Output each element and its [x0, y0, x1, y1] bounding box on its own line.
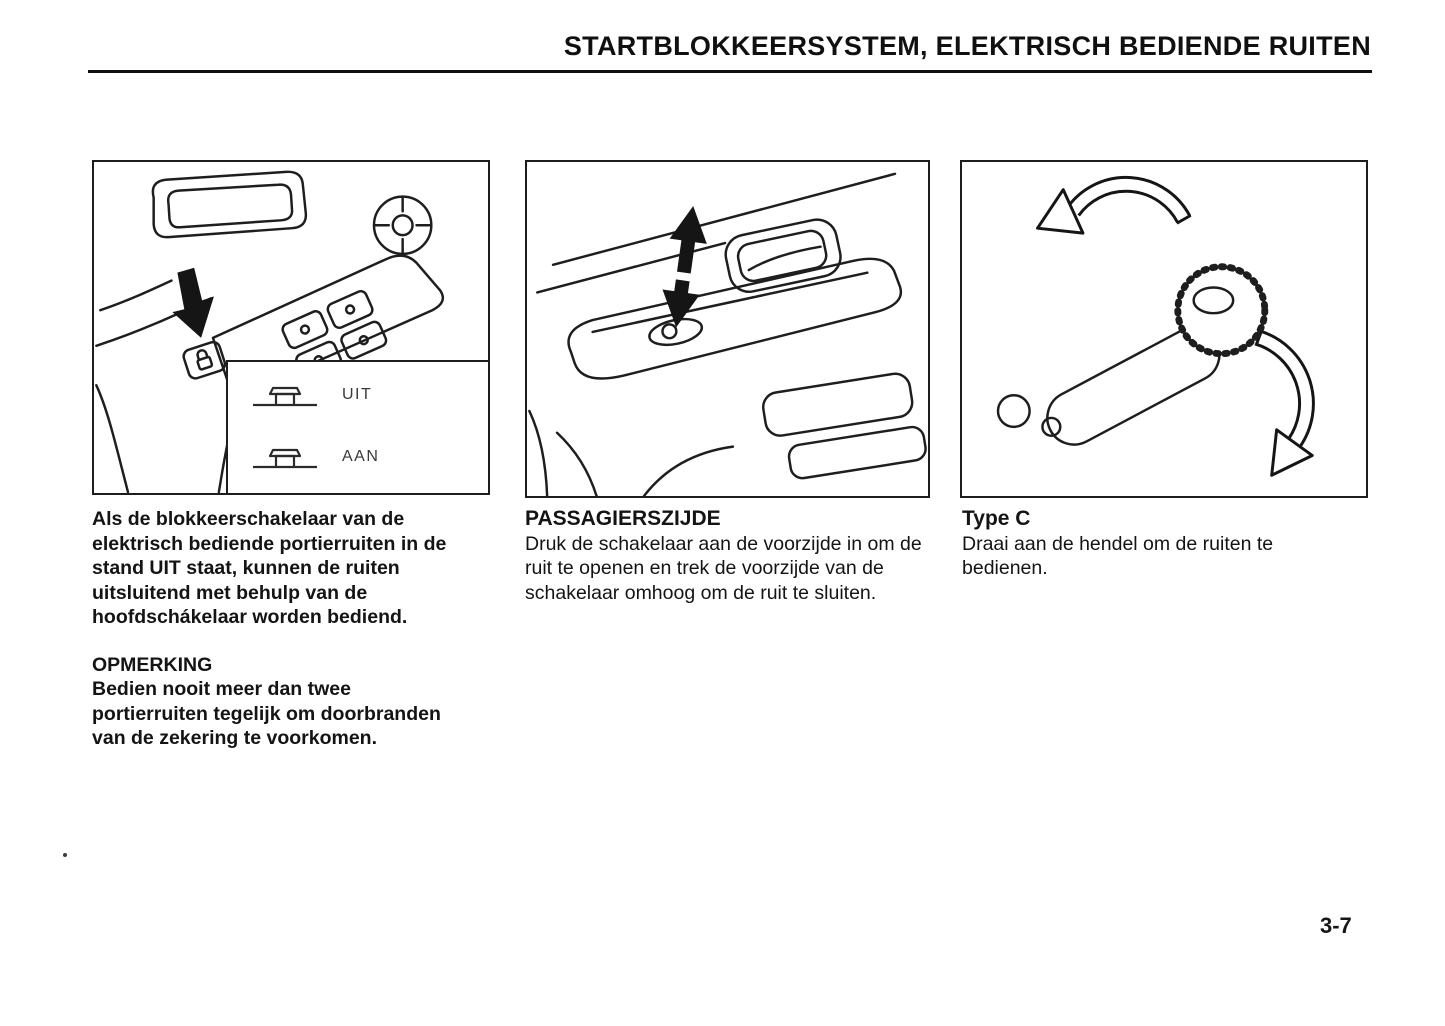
- up-arrow-icon: [669, 206, 707, 274]
- type-c-body: Draai aan de hendel om de ruiten te bedi…: [962, 532, 1274, 580]
- pointer-arrow-icon: [172, 267, 214, 338]
- note-heading: OPMERKING: [92, 653, 213, 676]
- figure-window-crank: [960, 160, 1368, 498]
- switch-position-uit-icon: [253, 386, 317, 407]
- page-title: STARTBLOKKEERSYSTEM, ELEKTRISCH BEDIENDE…: [563, 31, 1371, 61]
- armrest-outline: [567, 257, 903, 380]
- passenger-window-switch-icon: [648, 317, 704, 347]
- lock-icon: [196, 349, 209, 362]
- crank-handle: [996, 263, 1269, 446]
- aan-label: AAN: [342, 448, 380, 465]
- rotate-right-arrow-icon: [1254, 329, 1315, 477]
- mirror-dial-icon: [372, 195, 433, 256]
- figure-driver-door-switches: UIT AAN: [92, 160, 490, 495]
- header-rule: [88, 70, 1372, 73]
- down-arrow-icon: [662, 279, 700, 328]
- lock-switch-paragraph: Als de blokkeerschakelaar van de elektri…: [92, 508, 447, 628]
- passenger-door-illustration: [528, 172, 927, 496]
- passenger-side-heading: PASSAGIERSZIJDE: [525, 507, 721, 530]
- uit-label: UIT: [342, 386, 373, 403]
- column-passenger-side-text: PASSAGIERSZIJDE Druk de schakelaar aan d…: [525, 507, 923, 605]
- note-body: Bedien nooit meer dan twee portierruiten…: [92, 678, 441, 749]
- rotate-left-arrow-icon: [1036, 175, 1192, 235]
- print-artifact-dot: [63, 853, 67, 857]
- door-pocket: [762, 372, 927, 480]
- figure-passenger-door: [525, 160, 930, 498]
- column-type-c-text: Type C Draai aan de hendel om de ruiten …: [962, 507, 1354, 581]
- grab-handle-outline: [151, 170, 308, 239]
- window-crank-illustration: [996, 175, 1315, 477]
- page-number: 3-7: [1320, 913, 1352, 938]
- window-lock-switch: [182, 340, 227, 380]
- type-c-heading: Type C: [962, 507, 1031, 530]
- switch-position-uit: UIT: [250, 378, 372, 412]
- figure-switch-positions-inset: UIT AAN: [226, 360, 490, 495]
- switch-position-aan-icon: [253, 448, 317, 469]
- door-handle-icon: [724, 218, 842, 293]
- passenger-side-body: Druk de schakelaar aan de voorzijde in o…: [525, 532, 922, 604]
- switch-position-aan: AAN: [250, 440, 379, 474]
- grab-handle-inner: [166, 183, 294, 229]
- column-lock-switch-text: Als de blokkeerschakelaar van de elektri…: [92, 507, 472, 751]
